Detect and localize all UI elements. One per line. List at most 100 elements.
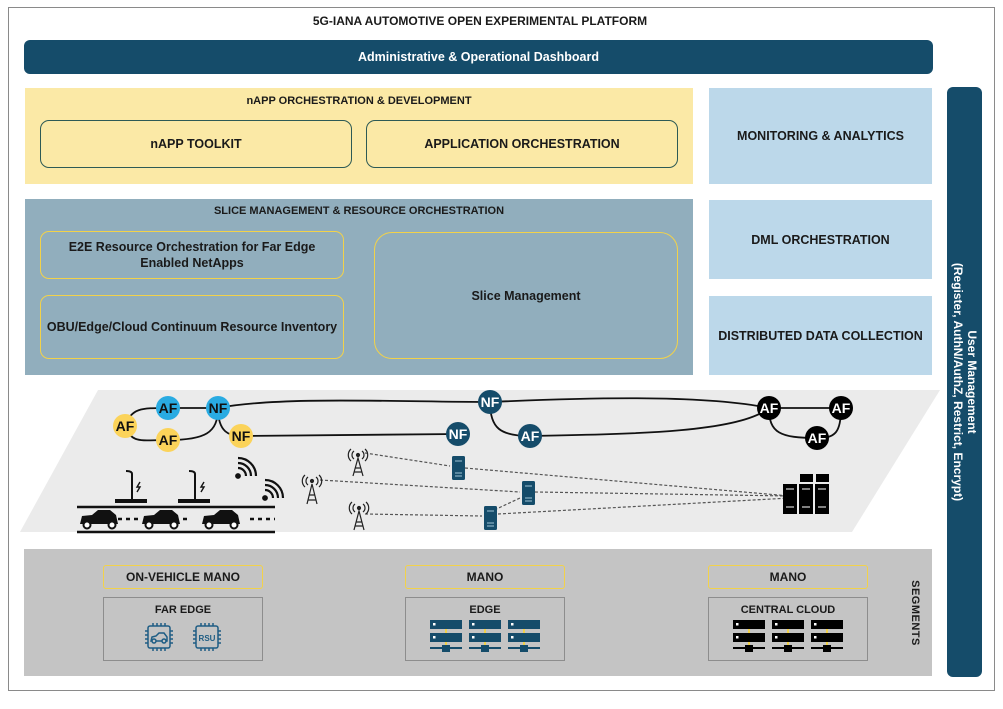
dml-orchestration-panel[interactable]: DML ORCHESTRATION — [709, 200, 932, 279]
node-nf-yellow[interactable]: NF — [229, 424, 253, 448]
e2e-orchestration-line2: Enabled NetApps — [140, 256, 244, 270]
server-stack-icon — [508, 620, 540, 652]
node-af-yellow[interactable]: AF — [113, 414, 137, 438]
far-edge-icons: RSU — [145, 623, 221, 651]
street-lamp-icon — [115, 470, 147, 503]
svg-text:AF: AF — [521, 428, 540, 444]
node-nf-blue[interactable]: NF — [206, 396, 230, 420]
vehicle-chip-icon — [145, 623, 173, 651]
svg-text:NF: NF — [481, 394, 500, 410]
segments-section: ON-VEHICLE MANO FAR EDGE RSU MANO EDGE — [24, 549, 932, 676]
dashboard-bar[interactable]: Administrative & Operational Dashboard — [24, 40, 933, 74]
link — [489, 397, 770, 409]
dml-orchestration-label: DML ORCHESTRATION — [751, 232, 890, 247]
svg-text:AF: AF — [159, 432, 178, 448]
napp-section-title: nAPP ORCHESTRATION & DEVELOPMENT — [246, 95, 472, 107]
cloud-mano-label: MANO — [769, 570, 807, 584]
wifi-icon — [235, 456, 258, 479]
link — [529, 407, 770, 437]
svg-text:NF: NF — [209, 400, 228, 416]
link — [240, 433, 459, 437]
cell-tower-icon — [301, 474, 323, 505]
monitoring-analytics-panel[interactable]: MONITORING & ANALYTICS — [709, 88, 932, 184]
rsu-chip-icon — [193, 623, 221, 651]
edge-mano-box[interactable]: MANO — [405, 565, 565, 589]
server-stack-icon — [811, 620, 843, 652]
application-orchestration-box[interactable]: APPLICATION ORCHESTRATION — [366, 120, 678, 168]
cell-tower-icon — [347, 448, 369, 477]
resource-inventory-label: OBU/Edge/Cloud Continuum Resource Invent… — [46, 320, 338, 334]
edge-mano-label: MANO — [466, 570, 504, 584]
svg-text:NF: NF — [449, 426, 468, 442]
edge-server-icon — [452, 456, 465, 480]
network-plane — [20, 390, 940, 532]
cell-tower-icon — [348, 501, 370, 531]
cloud-server-rack-icon — [783, 474, 829, 514]
resource-inventory-box[interactable]: OBU/Edge/Cloud Continuum Resource Invent… — [40, 295, 344, 359]
monitoring-analytics-label: MONITORING & ANALYTICS — [737, 129, 904, 143]
svg-text:AF: AF — [808, 430, 827, 446]
edge-server-icon — [522, 481, 535, 505]
link — [217, 399, 491, 409]
user-management-bar[interactable]: User Management (Register, AuthN/AuthZ, … — [947, 87, 982, 677]
node-af-black[interactable]: AF — [757, 396, 781, 420]
svg-text:AF: AF — [832, 400, 851, 416]
edge-label: EDGE — [469, 604, 501, 616]
central-cloud-box[interactable]: CENTRAL CLOUD — [708, 597, 868, 661]
user-management-subtitle: (Register, AuthN/AuthZ, Restrict, Encryp… — [950, 262, 965, 502]
distributed-data-collection-panel[interactable]: DISTRIBUTED DATA COLLECTION — [709, 296, 932, 375]
server-stack-icon — [430, 620, 462, 652]
svg-text:AF: AF — [116, 418, 135, 434]
dashboard-label: Administrative & Operational Dashboard — [357, 50, 600, 64]
node-af-blue[interactable]: AF — [156, 396, 180, 420]
street-lamp-icon — [178, 470, 210, 503]
distributed-data-collection-label: DISTRIBUTED DATA COLLECTION — [718, 328, 923, 343]
server-stack-icon — [733, 620, 765, 652]
server-stack-icon — [772, 620, 804, 652]
svg-text:AF: AF — [760, 400, 779, 416]
wifi-icon — [262, 478, 285, 501]
platform-frame — [8, 7, 995, 691]
far-edge-box[interactable]: FAR EDGE RSU — [103, 597, 263, 661]
page-title: 5G-IANA AUTOMOTIVE OPEN EXPERIMENTAL PLA… — [312, 14, 648, 28]
node-af-dark[interactable]: AF — [518, 424, 542, 448]
segments-label-container: SEGMENTS — [900, 549, 930, 676]
slice-management-box[interactable]: Slice Management — [374, 232, 678, 359]
e2e-orchestration-line1: E2E Resource Orchestration for Far Edge — [68, 240, 316, 254]
edge-server-icon — [484, 506, 497, 530]
network-diagram: AF AF AF NF NF NF NF AF AF AF AF — [20, 390, 940, 534]
server-stack-icon — [469, 620, 501, 652]
slice-management-label: Slice Management — [471, 288, 581, 303]
car-icon — [142, 510, 180, 530]
far-edge-label: FAR EDGE — [154, 604, 212, 616]
central-cloud-label: CENTRAL CLOUD — [740, 604, 836, 616]
user-management-text: User Management (Register, AuthN/AuthZ, … — [951, 263, 979, 501]
cloud-servers-icon — [733, 620, 843, 652]
edge-servers-icon — [430, 620, 540, 652]
user-management-title: User Management — [964, 330, 979, 434]
rsu-text: RSU — [199, 634, 216, 643]
edge-box[interactable]: EDGE — [405, 597, 565, 661]
on-vehicle-mano-label: ON-VEHICLE MANO — [126, 570, 240, 584]
application-orchestration-label: APPLICATION ORCHESTRATION — [424, 137, 620, 151]
segments-label: SEGMENTS — [909, 579, 921, 646]
slice-section: SLICE MANAGEMENT & RESOURCE ORCHESTRATIO… — [25, 199, 693, 375]
node-af-black[interactable]: AF — [829, 396, 853, 420]
svg-text:NF: NF — [232, 428, 251, 444]
node-nf-dark[interactable]: NF — [446, 422, 470, 446]
napp-toolkit-box[interactable]: nAPP TOOLKIT — [40, 120, 352, 168]
on-vehicle-mano-box[interactable]: ON-VEHICLE MANO — [103, 565, 263, 589]
slice-section-title: SLICE MANAGEMENT & RESOURCE ORCHESTRATIO… — [213, 205, 505, 217]
road-scene — [77, 470, 275, 534]
e2e-orchestration-box[interactable]: E2E Resource Orchestration for Far Edge … — [40, 231, 344, 279]
node-nf-dark[interactable]: NF — [478, 390, 502, 414]
car-icon — [80, 510, 118, 530]
napp-toolkit-label: nAPP TOOLKIT — [150, 137, 242, 151]
node-af-yellow[interactable]: AF — [156, 428, 180, 452]
car-icon — [202, 510, 240, 530]
network-nodes: AF AF AF NF NF NF NF AF AF AF AF — [113, 390, 853, 452]
cloud-mano-box[interactable]: MANO — [708, 565, 868, 589]
node-af-black[interactable]: AF — [805, 426, 829, 450]
napp-section: nAPP ORCHESTRATION & DEVELOPMENT nAPP TO… — [25, 88, 693, 184]
svg-text:AF: AF — [159, 400, 178, 416]
